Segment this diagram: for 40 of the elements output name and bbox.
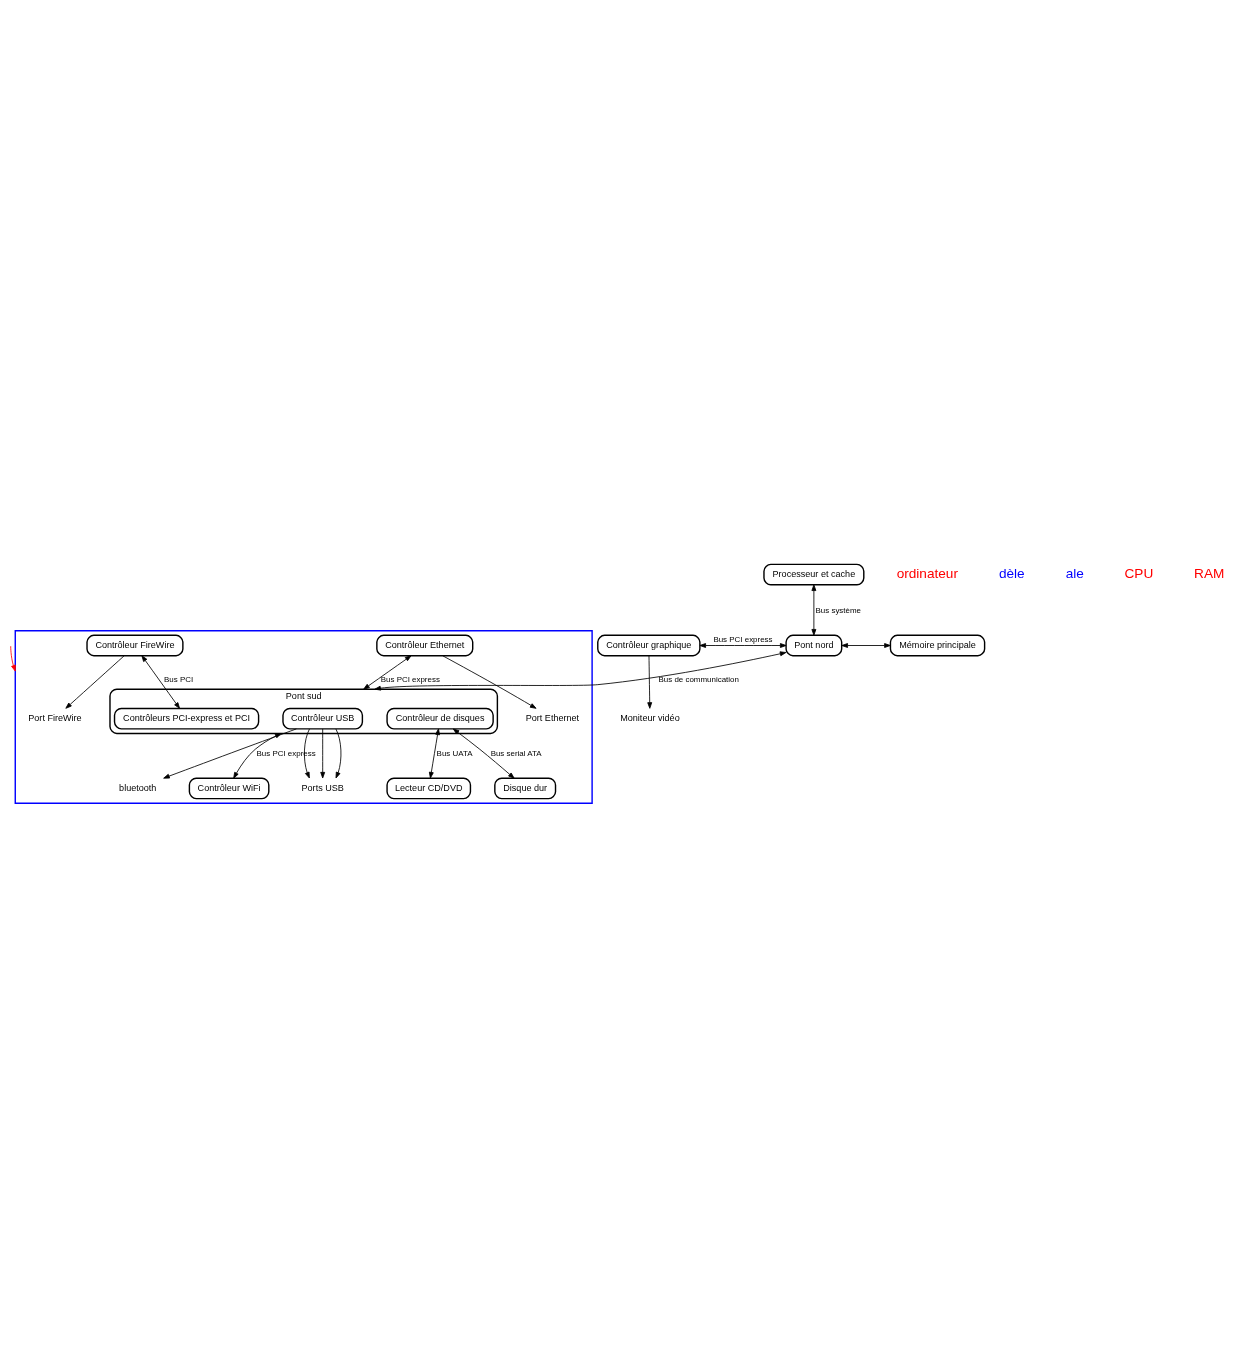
node-box: Contrôleur FireWire [86, 634, 184, 656]
node-text: bluetooth [119, 782, 157, 793]
arrow [374, 650, 787, 691]
arrow [699, 642, 787, 648]
node-box: Contrôleur graphique [597, 634, 701, 656]
label: ale [1065, 565, 1084, 581]
arrow [233, 732, 282, 779]
node-box: Processeur et cache [763, 563, 865, 586]
node-text: Moniteur vidéo [620, 712, 680, 723]
arrow [442, 654, 537, 709]
arrow [428, 728, 440, 778]
label: dèle [998, 565, 1025, 581]
node-box: Pont nord [785, 634, 843, 656]
label: CPU [1124, 565, 1154, 581]
cluster [14, 629, 593, 804]
arrow [320, 728, 326, 778]
node-box: Contrôleur de disques [386, 707, 494, 730]
arrow [303, 728, 310, 778]
arrow [452, 728, 515, 779]
node-box: Contrôleur USB [282, 707, 364, 730]
label: ordinateur [896, 565, 958, 581]
node-text: Port FireWire [28, 712, 82, 723]
node-box: Mémoire principale [889, 634, 986, 656]
arrow [141, 654, 180, 709]
node-box: Contrôleur WiFi [188, 777, 270, 799]
node-box: Lecteur CD/DVD [386, 777, 472, 799]
node-text: Port Ethernet [525, 712, 580, 723]
node-box: Disque dur [494, 777, 557, 799]
node-box: Contrôleurs PCI-express et PCI [113, 707, 260, 730]
arrow [163, 727, 297, 779]
label: RAM [1194, 565, 1225, 581]
arrow [363, 654, 412, 690]
arrow [811, 583, 817, 636]
arrow [335, 728, 342, 778]
node-text: Ports USB [301, 782, 344, 793]
arrow [841, 642, 891, 648]
arrow [65, 654, 125, 709]
arrow [647, 654, 653, 709]
node-box: Contrôleur Ethernet [376, 634, 474, 656]
arrow [10, 645, 16, 671]
